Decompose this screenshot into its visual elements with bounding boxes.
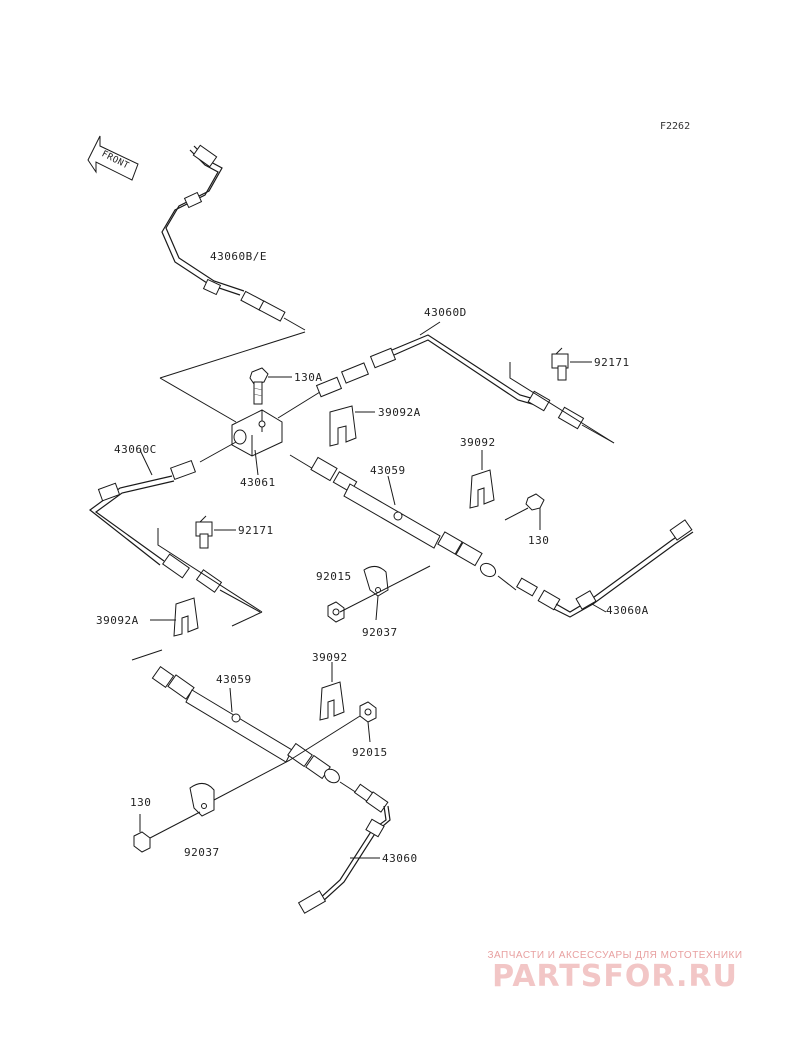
clip-39092a-left[interactable]: [173, 597, 199, 637]
clip-92171-mid[interactable]: [195, 515, 213, 549]
pipe-43060[interactable]: [297, 783, 391, 914]
watermark-tagline: ЗАПЧАСТИ И АКСЕССУАРЫ ДЛЯ МОТОТЕХНИКИ: [487, 950, 743, 961]
label-92037-mid: 92037: [362, 626, 398, 639]
label-92171-top: 92171: [594, 356, 630, 369]
pipe-43060d[interactable]: [277, 334, 615, 444]
bolt-130a[interactable]: [249, 367, 269, 405]
pipe-43060a[interactable]: [516, 519, 694, 618]
pipe-43060c[interactable]: [89, 441, 261, 613]
label-92171-mid: 92171: [238, 524, 274, 537]
front-arrow-icon: FRONT: [87, 135, 139, 181]
hose-43059-lower[interactable]: [151, 665, 361, 796]
watermark-brand: PARTSFOR.RU: [492, 959, 738, 994]
label-92015-low: 92015: [352, 746, 388, 759]
clip-92171-top[interactable]: [551, 347, 569, 381]
nut-92015-low[interactable]: [359, 701, 377, 723]
pipe-43060be[interactable]: [161, 144, 306, 331]
label-43061: 43061: [240, 476, 276, 489]
watermark: ЗАПЧАСТИ И АКСЕССУАРЫ ДЛЯ МОТОТЕХНИКИ PA…: [450, 950, 780, 993]
label-43060a: 43060A: [606, 604, 649, 617]
label-43060c: 43060C: [114, 443, 157, 456]
label-43060d: 43060D: [424, 306, 467, 319]
label-130-low: 130: [130, 796, 151, 809]
hose-43059-upper[interactable]: [289, 454, 517, 591]
label-43060: 43060: [382, 852, 418, 865]
label-39092-low: 39092: [312, 651, 348, 664]
clip-39092-low[interactable]: [319, 681, 345, 721]
clamp-92037-low[interactable]: [189, 783, 215, 817]
label-39092a-top: 39092A: [378, 406, 421, 419]
clip-39092-mid[interactable]: [469, 469, 495, 509]
bolt-130-right[interactable]: [504, 493, 545, 521]
clip-39092a-top[interactable]: [329, 405, 357, 447]
label-39092-mid: 39092: [460, 436, 496, 449]
clamp-92037-mid[interactable]: [363, 566, 389, 597]
bolt-130-low[interactable]: [133, 831, 151, 853]
label-39092a-left: 39092A: [96, 614, 139, 627]
figure-code: F2262: [660, 121, 690, 132]
label-43059-upper: 43059: [370, 464, 406, 477]
label-92037-low: 92037: [184, 846, 220, 859]
label-130a: 130A: [294, 371, 323, 384]
label-92015-mid: 92015: [316, 570, 352, 583]
label-43059-lower: 43059: [216, 673, 252, 686]
junction-block-43061[interactable]: [231, 409, 283, 457]
label-43060be: 43060B/E: [210, 250, 267, 263]
label-130-right: 130: [528, 534, 549, 547]
nut-92015-mid[interactable]: [327, 601, 345, 623]
